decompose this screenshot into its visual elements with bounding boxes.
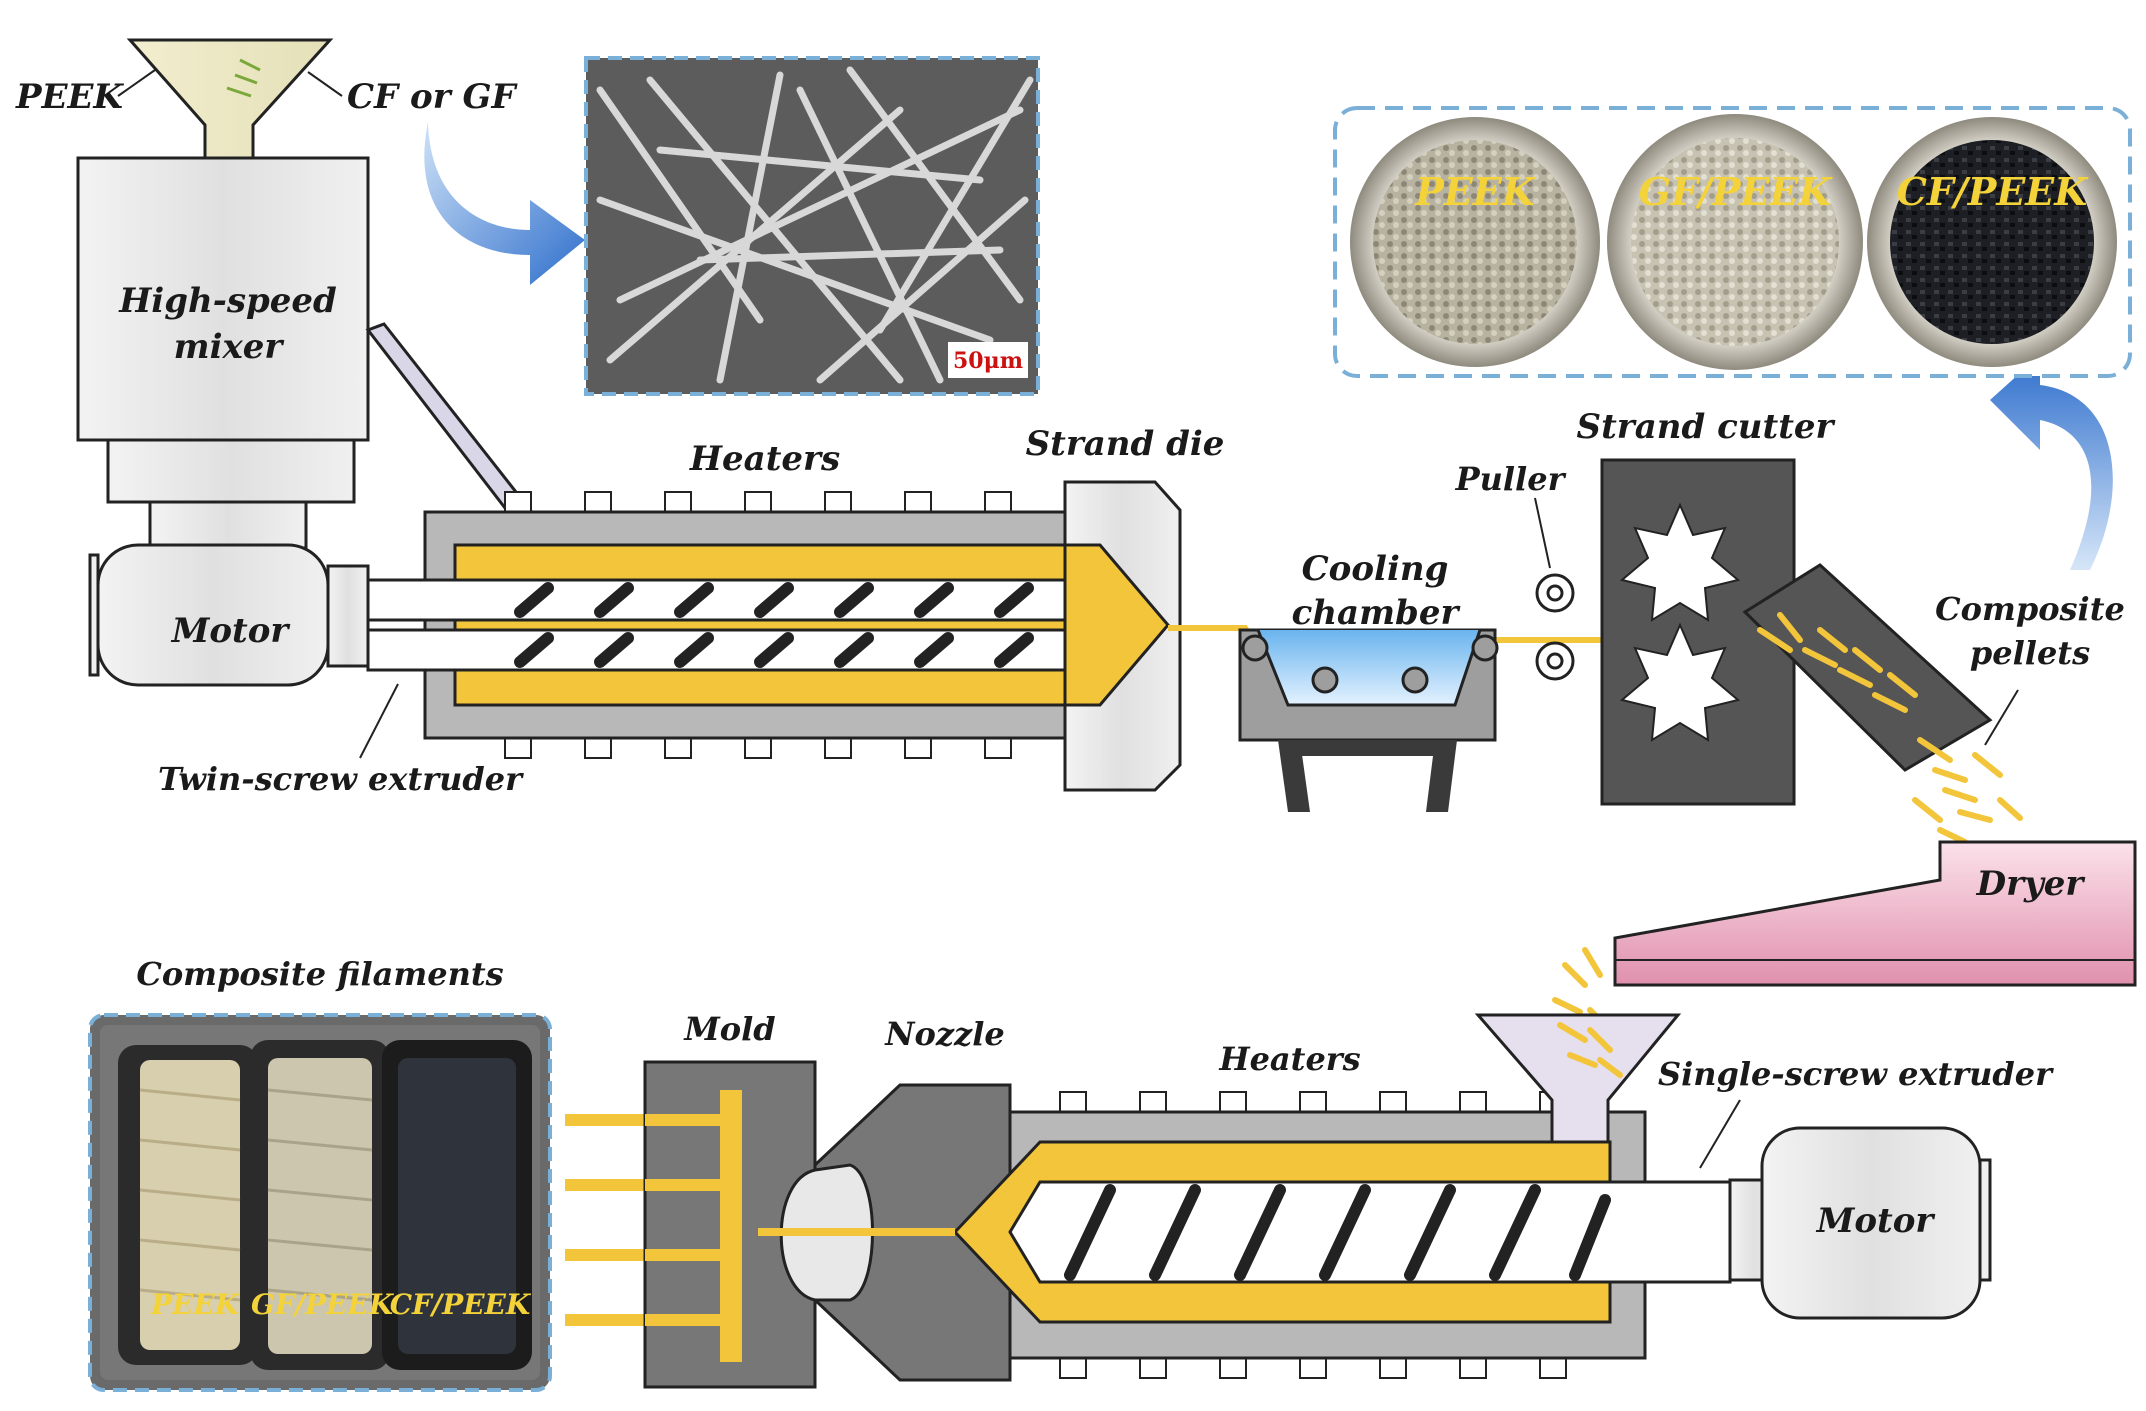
dryer-label: Dryer xyxy=(1976,864,2086,904)
motor-bottom-label: Motor xyxy=(1816,1201,1936,1241)
heaters-bottom-label: Heaters xyxy=(1218,1040,1360,1078)
composite-pellets-pile xyxy=(1757,612,2023,845)
spool-photo-label: CF/PEEK xyxy=(390,1288,532,1321)
bottom-hopper xyxy=(1474,1013,1682,1144)
nozzle-label: Nozzle xyxy=(884,1015,1004,1053)
mold-label: Mold xyxy=(683,1010,775,1048)
cooling-label-line1: Cooling xyxy=(1302,549,1449,589)
cooling-label-line2: chamber xyxy=(1292,593,1461,633)
puller-label: Puller xyxy=(1455,460,1567,498)
pellet-photo-label: GF/PEEK xyxy=(1639,169,1834,214)
filament-spools-photo xyxy=(88,1013,552,1392)
strand-die-label: Strand die xyxy=(1026,424,1225,464)
pellet-photo-label: PEEK xyxy=(1414,169,1537,214)
fiber-sem-image xyxy=(584,56,1040,396)
mixer-label-line2: mixer xyxy=(174,327,285,367)
to-sem-arrow xyxy=(424,122,585,285)
twin-screw-label: Twin-screw extruder xyxy=(158,760,524,798)
composite-filaments-label: Composite filaments xyxy=(136,955,503,993)
pellets-label-line2: pellets xyxy=(1970,634,2090,672)
strand-die xyxy=(1063,480,1182,792)
to-pellet-photos-arrow xyxy=(1990,355,2113,570)
high-speed-mixer xyxy=(76,156,370,550)
puller xyxy=(1535,573,1575,681)
mixer-label-line1: High-speed xyxy=(118,281,337,321)
twin-screw-extruder xyxy=(366,510,1170,740)
cf-gf-label: CF or GF xyxy=(347,77,519,117)
motor-top-label: Motor xyxy=(171,611,291,651)
filament-outputs xyxy=(565,1114,650,1326)
pellet-photo-label: CF/PEEK xyxy=(1897,169,2090,214)
single-screw-extruder xyxy=(758,1110,1732,1360)
peek-label: PEEK xyxy=(15,77,124,117)
spool-photo-label: PEEK xyxy=(150,1288,241,1321)
pellet-chute xyxy=(1742,563,1993,772)
spool-photo-label: GF/PEEK xyxy=(251,1288,395,1321)
strand-cutter-label: Strand cutter xyxy=(1577,407,1836,447)
pellets-label-line1: Composite xyxy=(1935,590,2125,628)
cooling-chamber xyxy=(1238,628,1499,812)
pellet-photos-panel xyxy=(1333,106,2132,378)
heaters-top-label: Heaters xyxy=(689,439,840,479)
motor-bottom xyxy=(1728,1126,1992,1320)
scale-bar-label: 50μm xyxy=(953,348,1023,374)
dryer xyxy=(1613,840,2137,987)
motor-top xyxy=(88,543,370,687)
single-screw-label: Single-screw extruder xyxy=(1658,1055,2054,1093)
